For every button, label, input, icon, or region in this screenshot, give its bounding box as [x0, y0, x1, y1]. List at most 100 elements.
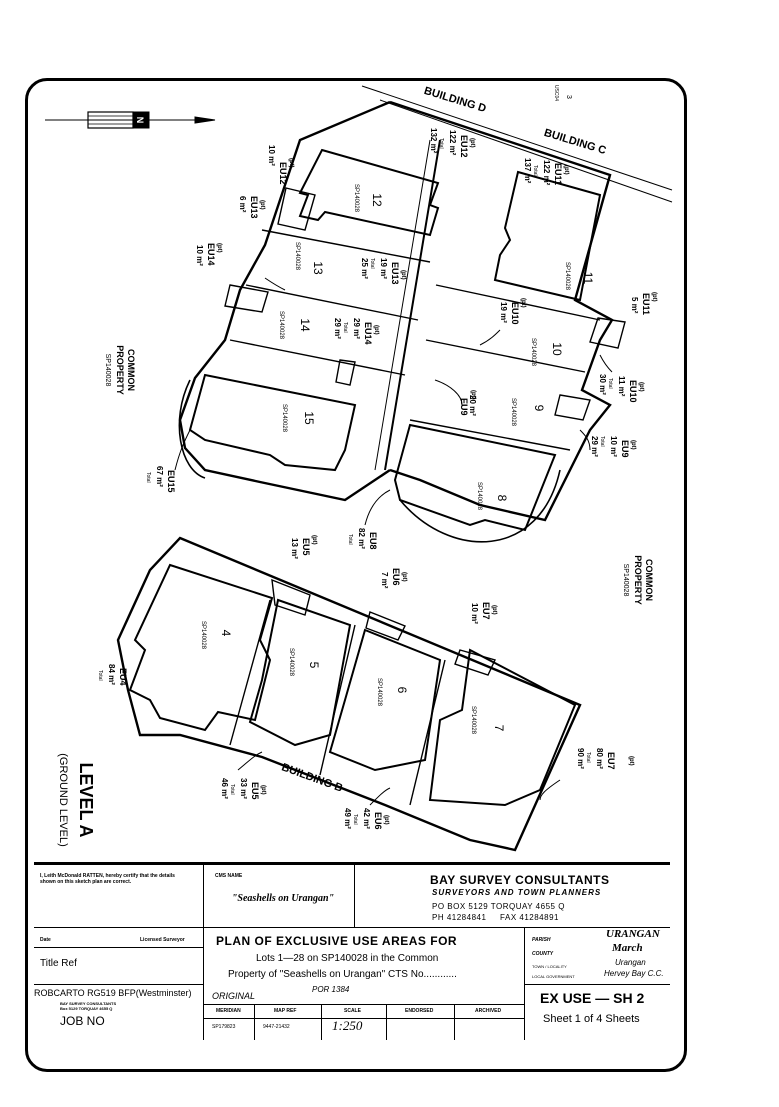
original-value: POR 1384: [312, 985, 350, 994]
lot-number: 7: [492, 725, 506, 732]
lot-13[interactable]: 13 SP140028: [294, 242, 325, 275]
lot-ref: SP140028: [294, 242, 300, 271]
eu13-pt-label[interactable]: (pt) EU13 6 m²: [238, 196, 265, 219]
eu-area: 5 m²: [630, 297, 639, 314]
county-value: March: [612, 942, 643, 954]
eu-name: EU9: [620, 440, 630, 458]
eu5-pt-label[interactable]: (pt) EU5 13 m²: [290, 535, 317, 559]
title-ref-label: Title Ref: [40, 958, 77, 969]
eu11-total-label[interactable]: (pt) EU11 122 m² Total 137 m²: [523, 158, 569, 186]
eu-total: Total: [97, 670, 103, 681]
lot-15[interactable]: 15 SP140028: [281, 404, 316, 433]
cp-right-line3: SP140028: [622, 564, 629, 597]
eu12-pt-label[interactable]: (pt) EU12 10 m²: [267, 145, 294, 185]
eu4-label[interactable]: EU4 84 m² Total: [97, 664, 128, 686]
sheet-title: EX USE — SH 2: [540, 990, 645, 1006]
eu-total: Total: [369, 258, 375, 269]
eu12-total-label[interactable]: (pt) EU12 122 m² Total 132 m²: [429, 128, 475, 158]
lot-ref: SP140028: [281, 404, 287, 433]
original-label: ORIGINAL: [212, 991, 256, 1001]
eu-area: 19 m²: [379, 258, 388, 279]
eu-total-area: 29 m²: [333, 318, 342, 339]
lot-11[interactable]: 11 SP140028: [564, 262, 595, 291]
eu10-pt-label[interactable]: (pt) EU10 19 m²: [499, 298, 526, 325]
eu-area: 10 m²: [470, 603, 479, 624]
eu-area: 11 m²: [617, 376, 626, 397]
lot-8[interactable]: 8 SP140028: [476, 482, 509, 511]
surveyor-label: Licensed Surveyor: [140, 937, 185, 943]
eu-name: EU13: [249, 196, 259, 219]
eu-name: EU13: [390, 262, 400, 285]
eu-total: Total: [145, 472, 151, 483]
common-property-left: COMMON PROPERTY SP140028: [104, 345, 136, 395]
cp-right-line2: PROPERTY: [633, 555, 643, 605]
eu-qual: (pt): [373, 325, 379, 335]
lot-9[interactable]: 9 SP140028: [510, 398, 546, 427]
lot-5[interactable]: 5 SP140028: [288, 648, 321, 677]
eu-name: EU12: [278, 162, 288, 185]
lot-14[interactable]: 14 SP140028: [278, 311, 312, 340]
eu-area: 6 m²: [238, 196, 247, 213]
eu-area: 7 m²: [380, 572, 389, 589]
eu-qual: (pt): [260, 785, 266, 795]
parish-value: URANGAN: [606, 928, 660, 940]
eu6-total-label[interactable]: (pt) EU6 42 m² Total 49 m²: [343, 808, 389, 830]
level-subtitle: (GROUND LEVEL): [57, 753, 69, 847]
eu-area: 122 m²: [448, 130, 457, 156]
eu9-total-label[interactable]: (pt) EU9 10 m² Total 29 m²: [590, 436, 636, 458]
meridian-value: SP179823: [212, 1024, 236, 1030]
eu14-pt-label[interactable]: (pt) EU14 10 m²: [195, 243, 222, 266]
eu9-pt-label[interactable]: (pt) EU9 20 m²: [459, 390, 477, 416]
eu5-total-label[interactable]: (pt) EU5 33 m² Total 46 m²: [220, 778, 266, 800]
eu14-total-label[interactable]: (pt) EU14 29 m² Total 29 m²: [333, 318, 379, 345]
eu-qual: (pt): [638, 382, 644, 392]
eu-area: 29 m²: [352, 318, 361, 339]
lot-ref: SP140028: [376, 678, 382, 707]
eu7-total-label[interactable]: (pt) EU7 80 m² Total 90 m²: [576, 748, 634, 770]
certify-text: I, Leith McDonald RATTEN, hereby certify…: [40, 873, 175, 885]
company-subtitle: SURVEYORS AND TOWN PLANNERS: [432, 888, 602, 897]
lot-12[interactable]: 12 SP140028: [353, 184, 384, 213]
cp-left-line1: COMMON: [126, 349, 136, 391]
lot-6[interactable]: 6 SP140028: [376, 678, 409, 707]
robcarto-small-1: BAY SURVEY CONSULTANTS: [60, 1001, 117, 1006]
drawing-frame: [25, 78, 687, 1072]
eu-area: 67 m²: [155, 466, 164, 487]
eu-total-area: 25 m²: [360, 258, 369, 279]
eu8-label[interactable]: EU8 82 m² Total: [347, 528, 378, 550]
eu10-total-label[interactable]: (pt) EU10 11 m² Total 30 m²: [598, 374, 644, 403]
eu-name: EU5: [301, 538, 311, 556]
eu-labels: (pt) EU12 122 m² Total 132 m² (pt) EU11 …: [97, 128, 657, 830]
lot-number: 13: [311, 261, 325, 275]
eu-area: 10 m²: [267, 145, 276, 166]
eu-name: EU10: [510, 302, 520, 325]
eu-qual: (pt): [563, 165, 569, 175]
sheet-of: Sheet 1 of 4 Sheets: [543, 1013, 640, 1025]
plan-line-2: Lots 1—28 on SP140028 in the Common: [256, 953, 439, 964]
lot-4[interactable]: 4 SP140028: [200, 621, 233, 650]
eu-total: Total: [585, 752, 591, 763]
eu-qual: (pt): [470, 390, 476, 400]
eu13-total-label[interactable]: (pt) EU13 19 m² Total 25 m²: [360, 258, 406, 285]
eu6-pt-label[interactable]: (pt) EU6 7 m²: [380, 568, 407, 589]
lot-10[interactable]: 10 SP140028: [530, 338, 564, 367]
lot-labels: 12 SP140028 11 SP140028 13 SP140028 14 S…: [200, 184, 595, 735]
lot-7[interactable]: 7 SP140028: [470, 706, 506, 735]
eu-area: 20 m²: [468, 395, 477, 416]
eu-name: EU8: [368, 532, 378, 550]
eu-name: EU15: [166, 470, 176, 493]
eu-qual: (pt): [259, 200, 265, 210]
cp-left-line3: SP140028: [104, 354, 111, 387]
eu11-pt-label[interactable]: (pt) EU11 5 m²: [630, 292, 657, 315]
eu-area: 13 m²: [290, 538, 299, 559]
eu7-pt-label[interactable]: (pt) EU7 10 m²: [470, 602, 497, 624]
eu15-label[interactable]: EU15 67 m² Total: [145, 466, 176, 493]
corner-ref-2: USC04: [553, 85, 559, 101]
eu-qual: (pt): [216, 243, 222, 253]
eu-qual: (pt): [288, 158, 294, 168]
eu-qual: (pt): [520, 298, 526, 308]
eu-total: Total: [352, 814, 358, 825]
eu-area: 10 m²: [609, 436, 618, 457]
level-title: LEVEL A: [76, 762, 96, 837]
